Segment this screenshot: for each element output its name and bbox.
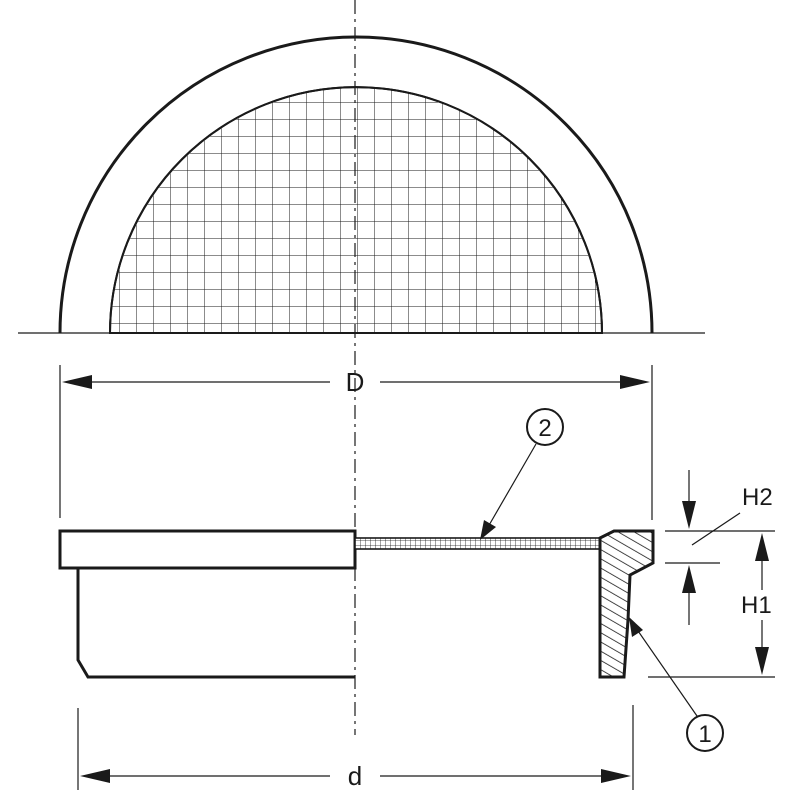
dimension-D: D xyxy=(59,365,653,520)
side-view xyxy=(58,529,655,679)
body-left xyxy=(76,568,355,679)
callout-label-2: 2 xyxy=(538,415,551,442)
outer-rim xyxy=(58,35,654,334)
dimension-label-H2: H2 xyxy=(742,484,773,511)
mesh-area xyxy=(108,86,604,334)
mesh-strip xyxy=(354,537,604,550)
dimension-H: H2 H1 xyxy=(648,470,786,678)
frame-section xyxy=(598,529,655,679)
top-view xyxy=(18,35,705,334)
dimension-label-d: d xyxy=(348,761,362,791)
dimension-d: d xyxy=(77,705,634,791)
flange-left xyxy=(58,529,357,570)
dimension-label-H1: H1 xyxy=(741,592,772,619)
callout-label-1: 1 xyxy=(698,721,711,748)
callout-mesh: 2 xyxy=(480,408,564,540)
dimension-label-D: D xyxy=(346,367,365,397)
inner-rim xyxy=(109,86,603,334)
callout-frame: 1 xyxy=(629,617,724,752)
